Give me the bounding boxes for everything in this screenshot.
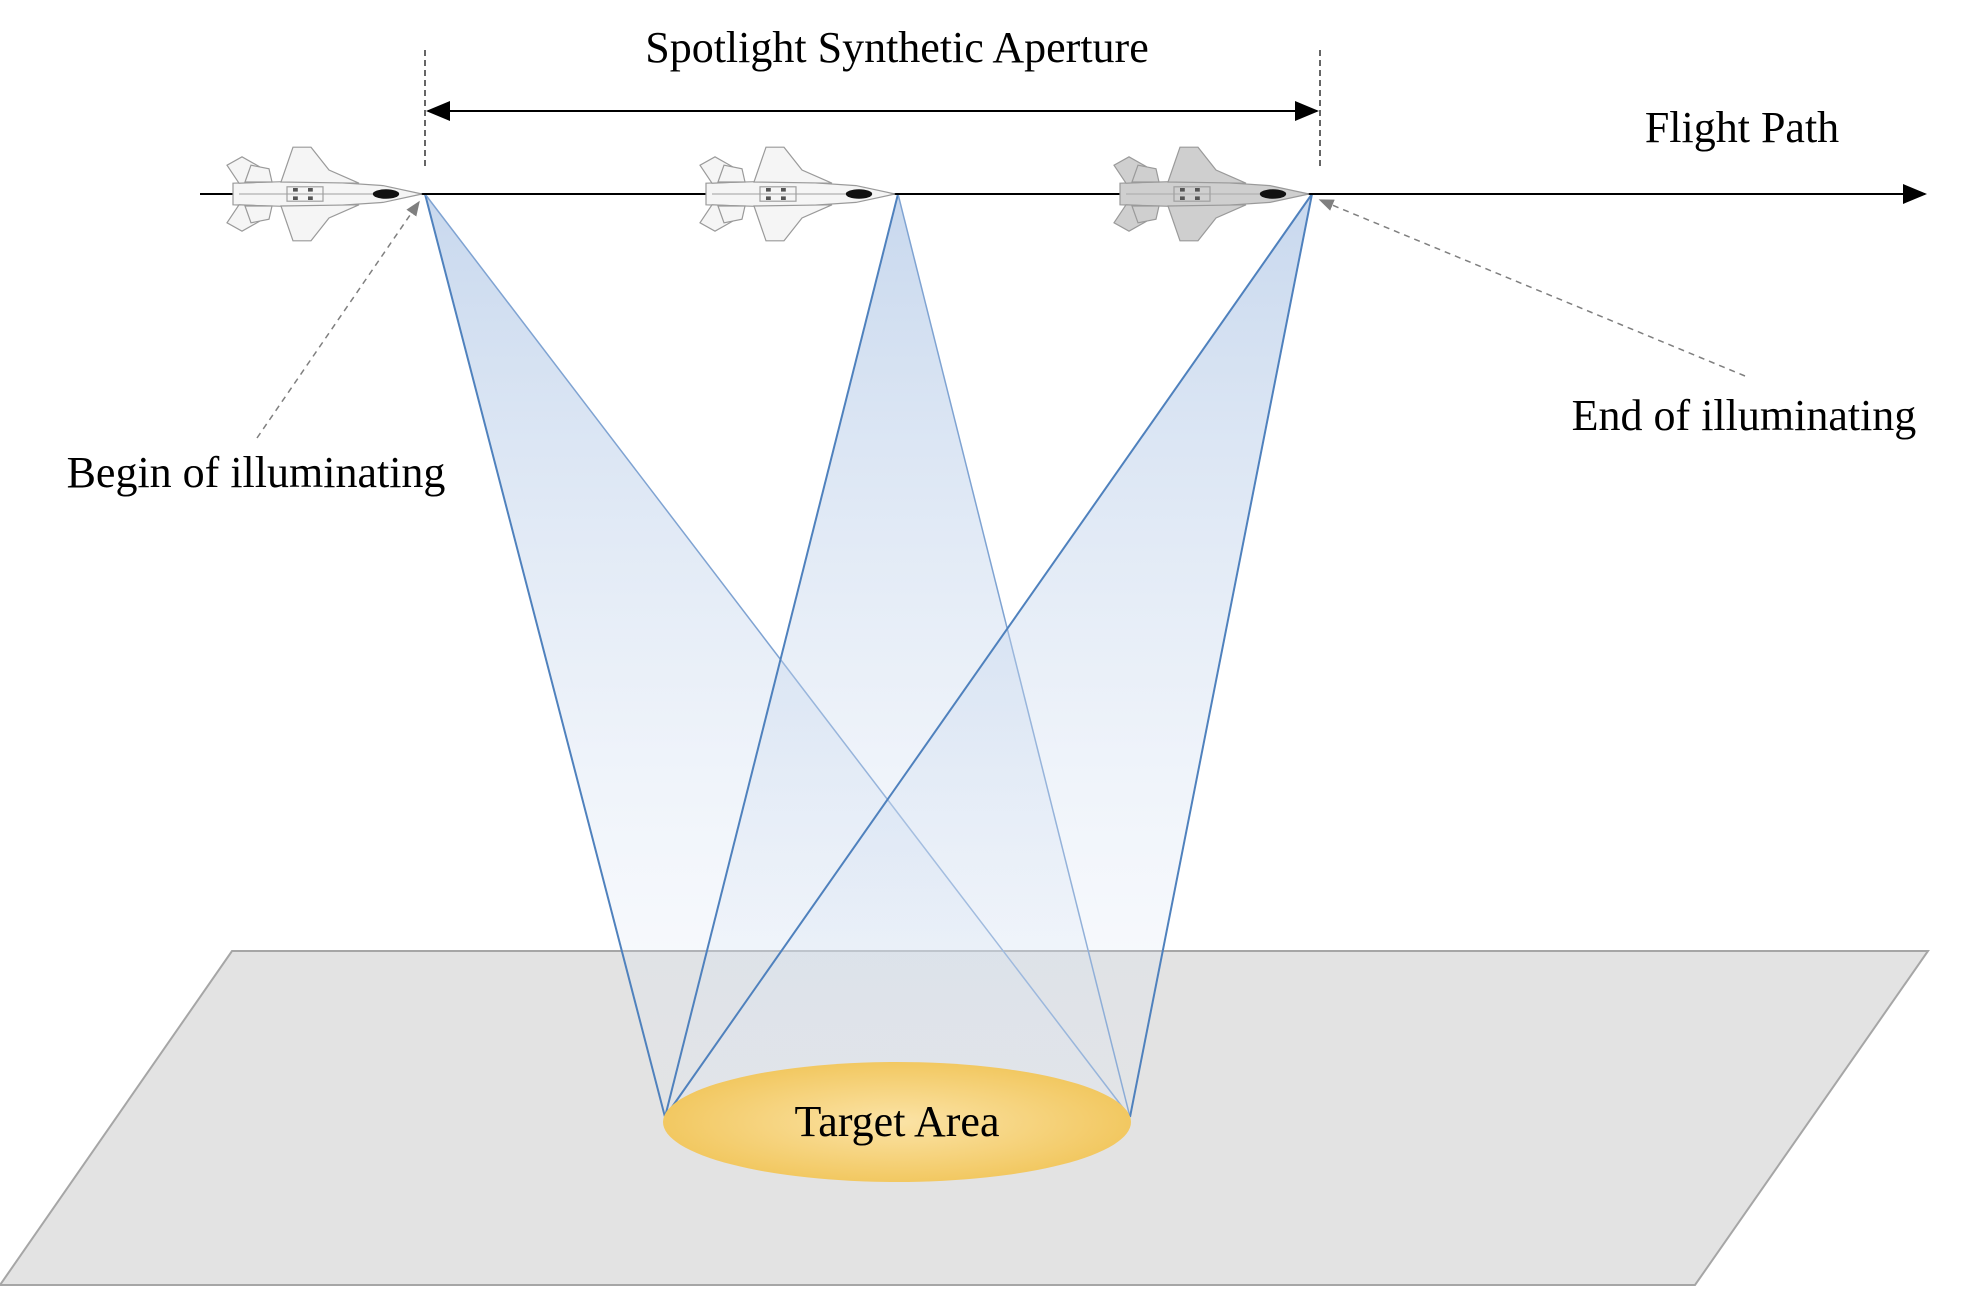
target-area-label: Target Area — [794, 1097, 999, 1146]
begin-label: Begin of illuminating — [67, 448, 446, 497]
end-pointer — [1318, 199, 1746, 377]
end-label: End of illuminating — [1572, 391, 1917, 440]
aircraft-begin — [226, 146, 423, 242]
aircraft-end — [1113, 146, 1310, 242]
target-area — [663, 1062, 1131, 1182]
aircraft-middle — [699, 146, 896, 242]
begin-pointer — [256, 200, 420, 439]
beam-end — [664, 193, 1313, 1118]
aperture-label: Spotlight Synthetic Aperture — [645, 23, 1149, 72]
flight-path-label: Flight Path — [1645, 103, 1839, 152]
